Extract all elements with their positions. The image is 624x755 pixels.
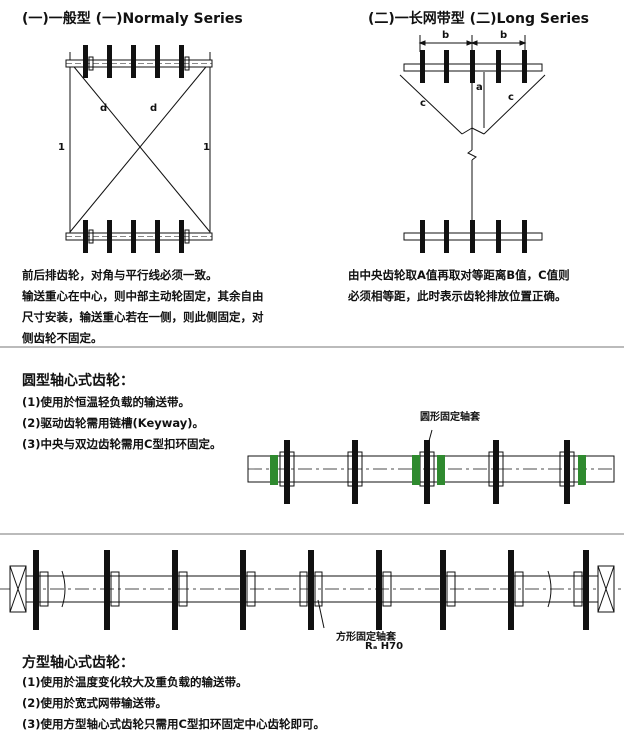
normal-series-description: 前后排齿轮，对角与平行线必须一致。 输送重心在中心，则中部主动轮固定，其余自由 … bbox=[22, 268, 264, 345]
square-sleeve-callout: 方形固定轴套 bbox=[336, 632, 396, 643]
round-sleeve bbox=[437, 455, 445, 485]
label-length-right: 1 bbox=[203, 142, 210, 153]
square-sprockets bbox=[33, 550, 589, 630]
square-item: (1)使用於温度变化较大及重负载的输送带。 bbox=[22, 675, 248, 689]
round-fixed-sleeves bbox=[270, 455, 586, 485]
long-top-sprockets bbox=[420, 50, 527, 83]
normal-bottom-shaft bbox=[65, 232, 213, 241]
label-d-left: d bbox=[100, 103, 108, 114]
square-bearing-blocks bbox=[9, 565, 615, 613]
label-c-left: c bbox=[420, 98, 426, 109]
round-sprockets bbox=[279, 440, 575, 504]
round-sleeve-callout: 圆形固定轴套 bbox=[420, 412, 480, 423]
normal-series-title: (一)一般型 (一)Normaly Series bbox=[22, 11, 243, 27]
long-series-title: (二)一长网带型 (二)Long Series bbox=[368, 11, 589, 27]
label-a: a bbox=[476, 82, 483, 93]
round-sleeve bbox=[412, 455, 420, 485]
label-length-left: 1 bbox=[58, 142, 65, 153]
long-bottom-sprockets bbox=[420, 220, 527, 253]
normal-top-sprockets bbox=[83, 45, 190, 78]
square-spec-label: Rₐ H70 bbox=[365, 641, 404, 652]
round-sleeve bbox=[578, 455, 586, 485]
label-b-left: b bbox=[442, 30, 450, 41]
normal-bottom-sprockets bbox=[83, 220, 190, 253]
square-item: (3)使用方型轴心式齿轮只需用C型扣环固定中心齿轮即可。 bbox=[22, 717, 325, 731]
round-shaft-diagram bbox=[247, 429, 615, 483]
round-item: (3)中央与双边齿轮需用C型扣环固定。 bbox=[22, 437, 222, 451]
label-c-right: c bbox=[508, 92, 514, 103]
square-item: (2)使用於宽式网带输送带。 bbox=[22, 696, 168, 710]
long-series-diagram bbox=[399, 35, 546, 228]
round-item: (1)使用於恒温轻负载的输送带。 bbox=[22, 395, 191, 409]
round-sleeve bbox=[270, 455, 278, 485]
round-shaft-list: (1)使用於恒温轻负载的输送带。 (2)驱动齿轮需用链槽(Keyway)。 (3… bbox=[22, 392, 262, 455]
label-d-right: d bbox=[150, 103, 158, 114]
normal-series-diagram bbox=[69, 52, 211, 238]
divider-bottom bbox=[0, 533, 624, 535]
round-shaft-title: 圆型轴心式齿轮： bbox=[22, 373, 134, 389]
long-series-description: 由中央齿轮取A值再取对等距离B值，C值则 必须相等距，此时表示齿轮排放位置正确。 bbox=[348, 268, 570, 303]
label-b-right: b bbox=[500, 30, 508, 41]
normal-top-shaft bbox=[65, 59, 213, 68]
square-shaft-title: 方型轴心式齿轮： bbox=[22, 655, 134, 671]
square-shaft-list: (1)使用於温度变化较大及重负载的输送带。 (2)使用於宽式网带输送带。 (3)… bbox=[22, 672, 542, 735]
divider-top bbox=[0, 346, 624, 348]
round-item: (2)驱动齿轮需用链槽(Keyway)。 bbox=[22, 416, 205, 430]
square-hubs bbox=[39, 571, 583, 607]
